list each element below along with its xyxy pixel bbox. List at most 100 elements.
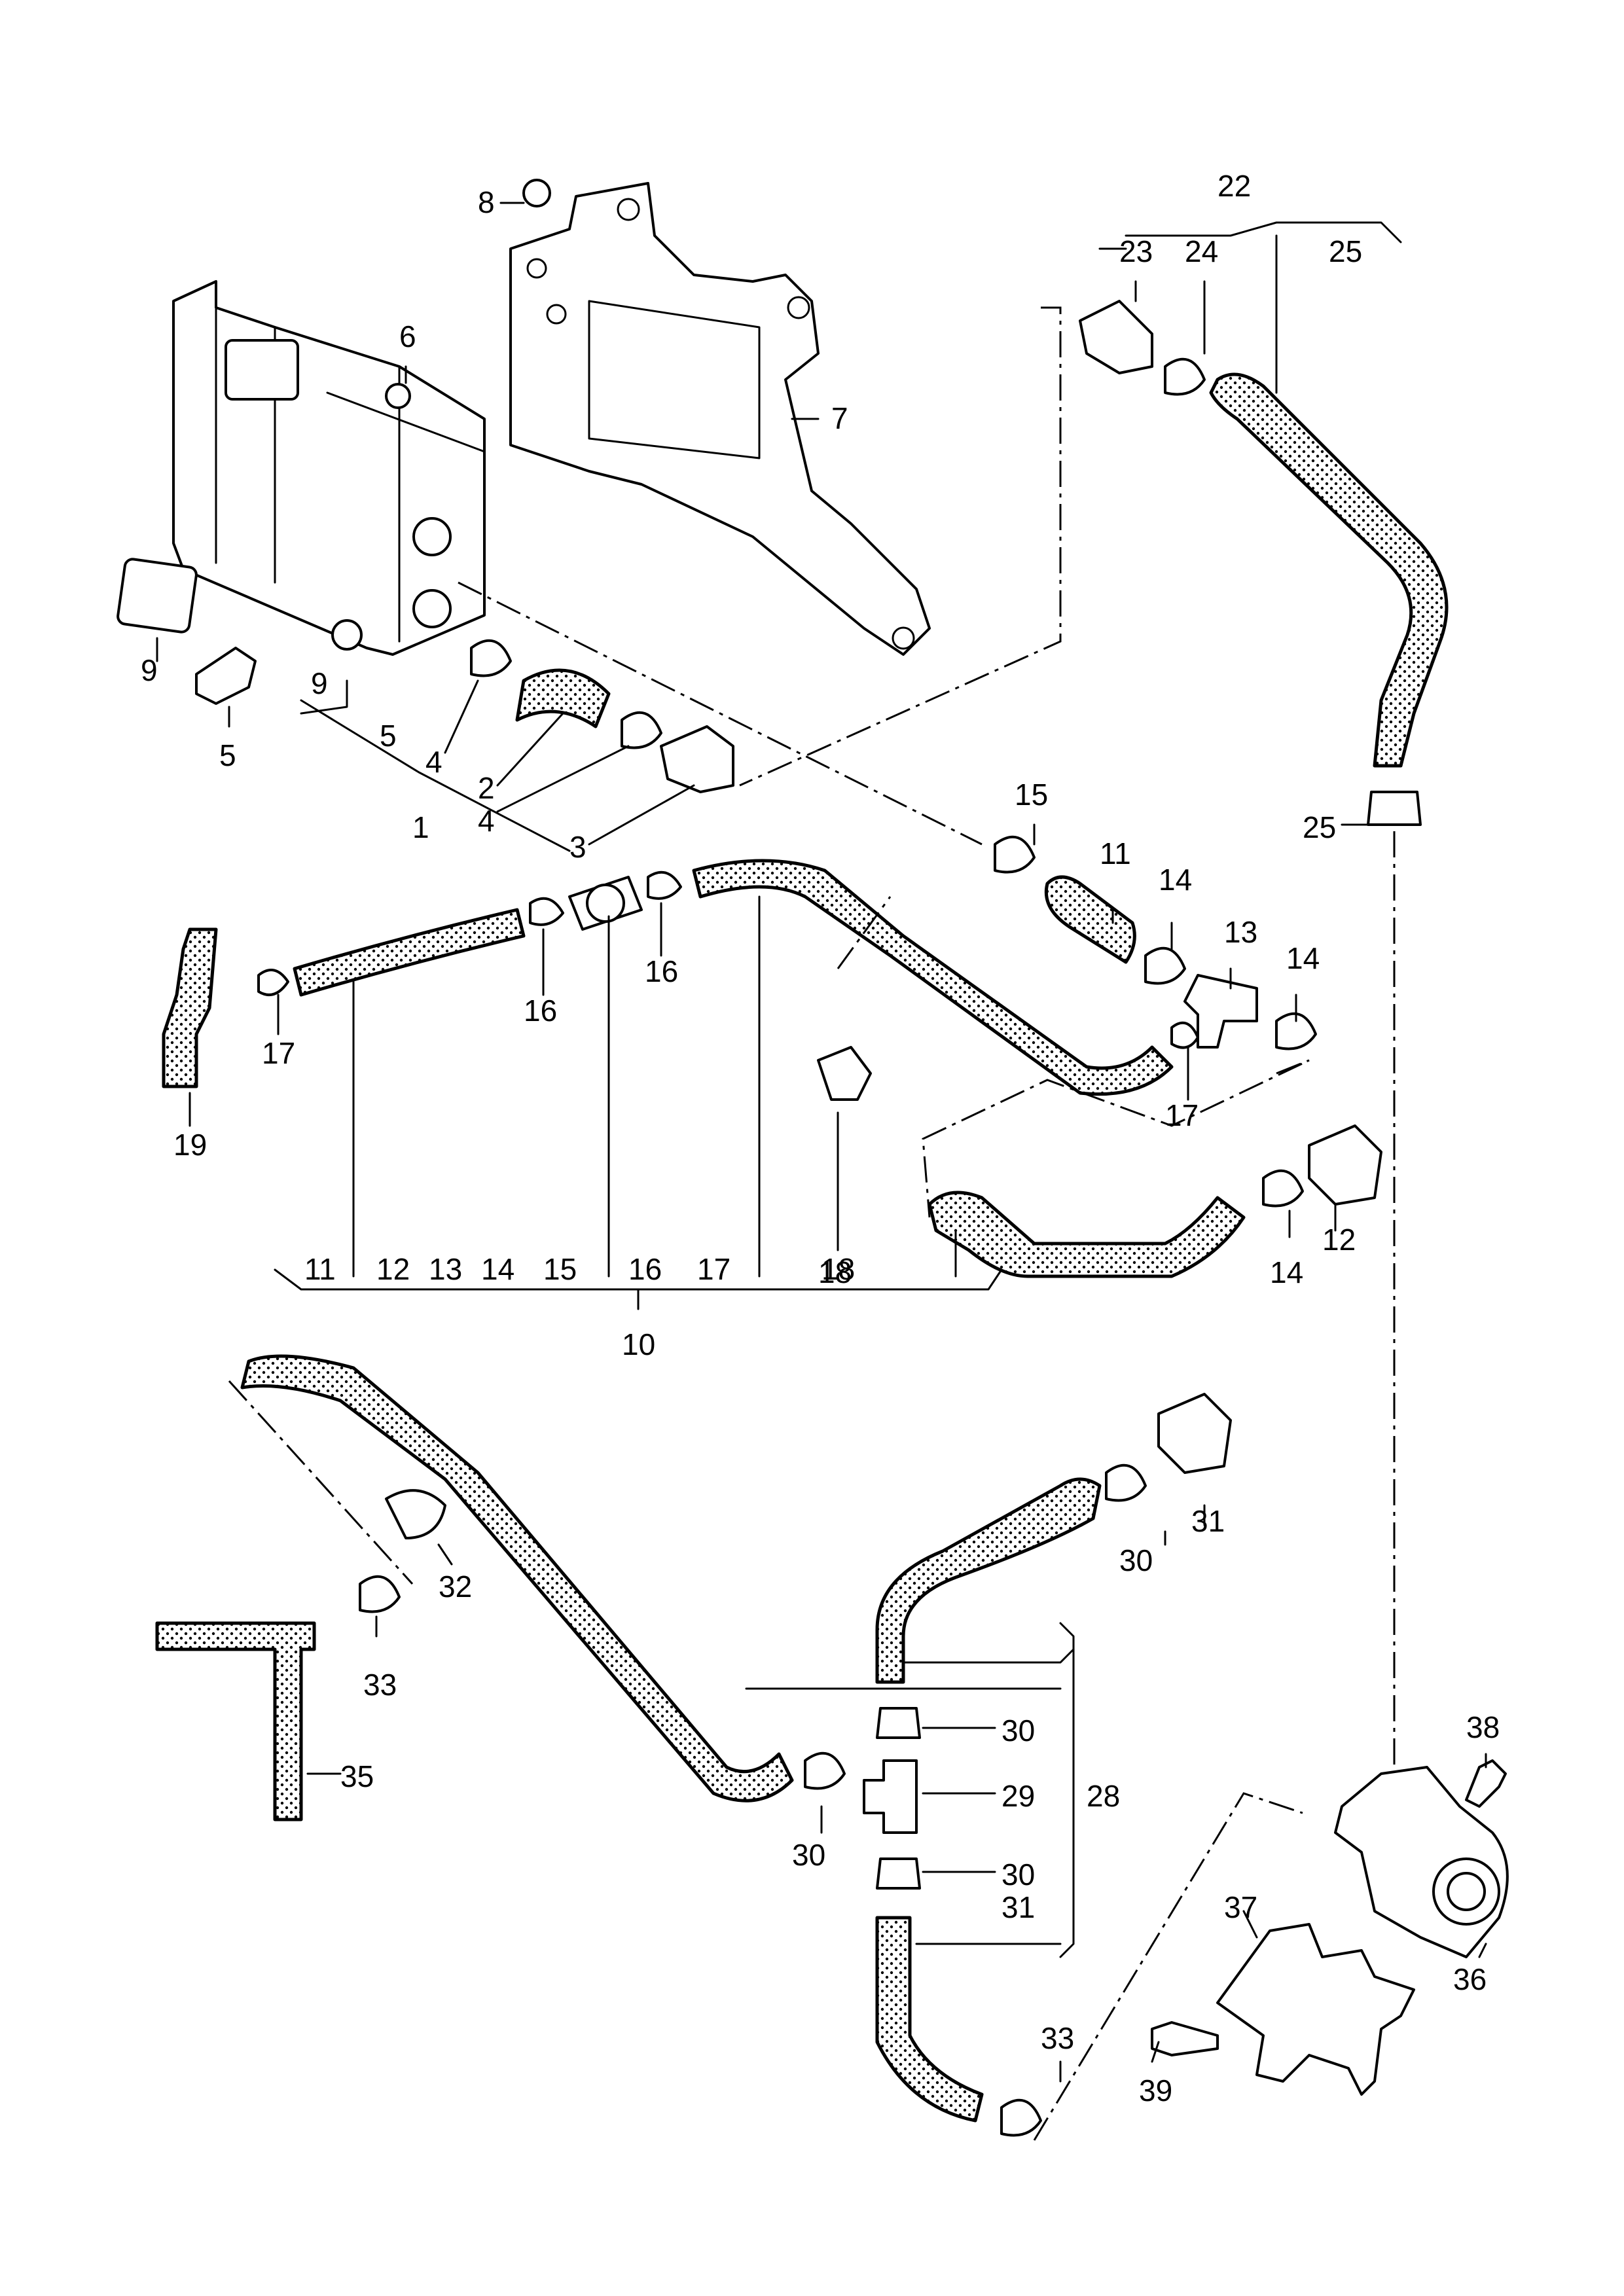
callout-38: 38 [1466, 1710, 1500, 1744]
callout-16a: 16 [524, 994, 557, 1028]
group10-member-12: 12 [376, 1252, 410, 1286]
callout-17-right: 17 [1165, 1098, 1199, 1132]
callout-4b: 4 [478, 804, 495, 838]
callout-labels: 8 6 7 9 5 9 5 4 2 4 1 3 22 23 24 25 25 1… [141, 169, 1500, 2108]
connector-31a [1157, 1393, 1232, 1474]
clamp-30c [804, 1751, 846, 1790]
callout-2: 2 [478, 771, 495, 805]
hose-25 [1209, 372, 1449, 768]
callout-19: 19 [173, 1128, 207, 1162]
callout-29: 29 [1001, 1779, 1035, 1813]
callout-13: 13 [1224, 915, 1257, 949]
callout-36: 36 [1453, 1962, 1487, 1996]
connector-15 [568, 876, 643, 931]
callout-9-left: 9 [141, 653, 158, 687]
cable-clip [195, 647, 257, 705]
callout-14-c: 14 [1270, 1255, 1303, 1289]
callout-10: 10 [622, 1327, 655, 1361]
hose-19 [162, 927, 218, 1088]
callout-17-left: 17 [262, 1036, 295, 1070]
callout-30-a: 30 [1001, 1713, 1035, 1748]
callout-33-right: 33 [1041, 2021, 1074, 2055]
group10-member-13: 13 [429, 1252, 462, 1286]
tee-29 [863, 1759, 918, 1834]
callout-7: 7 [831, 401, 848, 435]
hose-long-lower [240, 1354, 794, 1803]
callout-8: 8 [478, 185, 495, 219]
clamp-4b [621, 711, 662, 749]
callout-35: 35 [340, 1759, 374, 1793]
clip-18 [817, 1046, 872, 1101]
clamp-32 [385, 1489, 446, 1539]
clamp-17a [257, 969, 289, 996]
callout-9: 9 [311, 666, 328, 700]
callout-12-right: 12 [1322, 1223, 1356, 1257]
hose-14 [928, 1191, 1246, 1278]
hose-upper-31 [875, 1477, 1102, 1684]
callout-39: 39 [1139, 2073, 1172, 2108]
tee-13 [1183, 974, 1258, 1049]
group10-member-18: 18 [821, 1252, 855, 1286]
clamp-14a [1144, 946, 1186, 985]
leader-lines [156, 202, 1487, 2083]
callout-30-top: 30 [1119, 1543, 1153, 1577]
callout-5: 5 [380, 719, 397, 753]
callout-30-b: 30 [1001, 1857, 1035, 1892]
connector-3 [660, 725, 734, 793]
sticker-label [117, 558, 198, 634]
clamp-16b [647, 870, 682, 900]
callout-5-left: 5 [219, 738, 236, 772]
group10-member-14: 14 [481, 1252, 514, 1286]
callout-37: 37 [1224, 1890, 1257, 1924]
nut-small-6 [385, 383, 411, 409]
callout-25: 25 [1303, 810, 1336, 844]
callout-23: 23 [1119, 234, 1153, 268]
clamp-30d [876, 1857, 921, 1890]
hose-short-2 [515, 668, 611, 728]
clamp-30a [1105, 1463, 1147, 1502]
hose-lower-31 [875, 1916, 984, 2123]
callout-6: 6 [399, 319, 416, 353]
callout-33-left: 33 [363, 1668, 397, 1702]
dash-dot-guides [228, 306, 1396, 2141]
group10-member-15: 15 [543, 1252, 577, 1286]
group10-member-11: 11 [304, 1252, 336, 1286]
bolt-38 [1465, 1759, 1507, 1808]
clamp-33a [359, 1575, 401, 1613]
nut-small-8 [522, 179, 551, 207]
clamp-33b [1000, 2098, 1042, 2137]
clamp-14c [1262, 1169, 1304, 1208]
callout-31-b: 31 [1001, 1890, 1035, 1924]
callout-11-top: 11 [1100, 836, 1131, 870]
hose-11 [293, 908, 526, 997]
clamp-17b [1170, 1021, 1199, 1049]
clamp-24 [1164, 357, 1206, 396]
callout-15-top: 15 [1015, 778, 1048, 812]
callout-18: 18 [818, 1255, 852, 1289]
callout-25-top: 25 [1329, 234, 1362, 268]
callout-30-left: 30 [792, 1838, 825, 1872]
callout-16b: 16 [645, 954, 678, 988]
control-unit [172, 280, 486, 656]
clamp-14b [1275, 1012, 1317, 1050]
callout-14-b: 14 [1286, 941, 1320, 975]
clamp-16a [529, 897, 564, 926]
clamp-30b [876, 1707, 921, 1739]
callout-1: 1 [412, 810, 429, 844]
callout-24: 24 [1185, 234, 1218, 268]
callout-22: 22 [1218, 169, 1251, 203]
hose-35 [155, 1621, 316, 1821]
clamp-25 [1367, 791, 1422, 826]
pump-36 [1334, 1766, 1509, 1958]
callout-14-a: 14 [1159, 863, 1192, 897]
bolt-39 [1151, 2021, 1219, 2056]
callout-4a: 4 [425, 745, 442, 779]
group10-member-17: 17 [697, 1252, 731, 1286]
connector-23 [1079, 300, 1153, 374]
callout-3: 3 [569, 830, 586, 864]
bracket-37 [1216, 1923, 1415, 2096]
hose-17 [692, 859, 1174, 1096]
callout-31-top: 31 [1191, 1504, 1225, 1538]
callout-32: 32 [439, 1570, 472, 1604]
